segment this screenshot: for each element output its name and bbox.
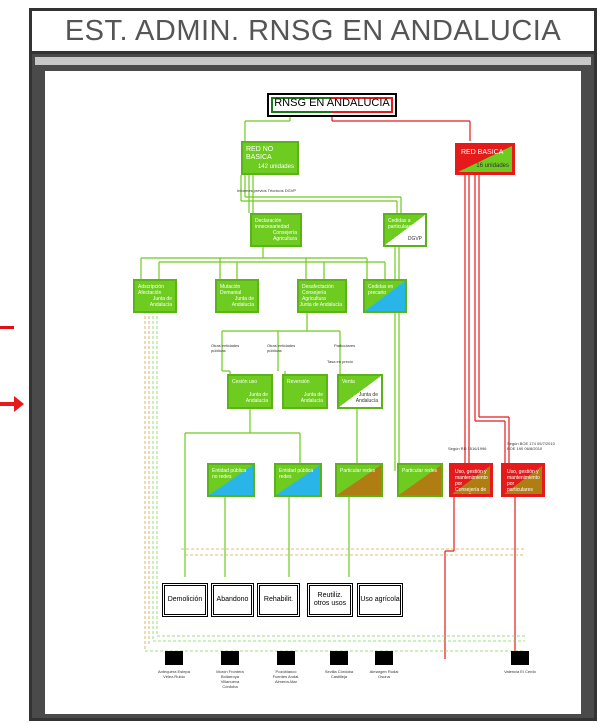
- cedidas-particulares-label: Cedidas a particulares: [388, 218, 414, 230]
- segun-boe-label: Según BOE 174 05/7/2010 BOE 190 06/8/201…: [507, 441, 555, 451]
- declaracion-sub: Consejería Agricultura: [272, 230, 297, 242]
- cesion-uso-sub: Junta de Andalucía: [245, 392, 268, 404]
- declaracion-node: Declaración innecesariedad Consejería Ag…: [250, 213, 302, 247]
- entidad-redes-node: Entidad pública redes: [274, 463, 322, 497]
- mutacion-label: Mutación Demanial: [220, 284, 242, 296]
- segun-rd-label: Según RD 1516/1996: [448, 446, 487, 451]
- red-no-basica-count: 142 unidades: [257, 164, 294, 170]
- particular-redes-label-2: Particular redes: [402, 468, 438, 474]
- end-reutiliz: Reutiliz. otros usos: [307, 583, 353, 617]
- adscripcion-label: Adscripción Afectación: [138, 284, 164, 296]
- diagram-canvas: RNSG EN ANDALUCIA RED NO BASICA 142 unid…: [45, 71, 581, 714]
- desafectacion-node: Desafectación Consejería Agricultura Jun…: [297, 279, 347, 313]
- connector-lines: [140, 116, 529, 665]
- adscripcion-sub: Junta de Andalucía: [149, 296, 172, 308]
- uso-gestion-consejeria-node: Uso, gestión y mantenimiento por Conseje…: [449, 463, 493, 497]
- entidad-no-redes-node: Entidad pública no redes: [207, 463, 255, 497]
- end-demolicion: Demolición: [162, 583, 208, 617]
- cesion-uso-node: Cesión uso Junta de Andalucía: [227, 374, 273, 409]
- diagram-frame: EST. ADMIN. RNSG EN ANDALUCIA: [29, 8, 597, 721]
- site-4: Sevilla Córdoba Castilleja: [324, 669, 354, 679]
- page-title: EST. ADMIN. RNSG EN ANDALUCIA: [64, 15, 562, 47]
- uso-gestion-consejeria-label: Uso, gestión y mantenimiento por Conseje…: [455, 469, 488, 497]
- red-no-basica-label: RED NO BASICA: [246, 146, 274, 161]
- reversion-label: Reversión: [287, 379, 310, 385]
- otras-entidades-label-1: Otras entidades públicas: [211, 343, 240, 353]
- title-bar: EST. ADMIN. RNSG EN ANDALUCIA: [32, 11, 594, 54]
- root-node: RNSG EN ANDALUCIA: [267, 93, 397, 117]
- cedidas-particulares-sub: DGVP: [407, 236, 422, 242]
- mutacion-sub: Junta de Andalucía: [231, 296, 254, 308]
- particular-redes-node-2: Particular redes: [397, 463, 443, 497]
- red-basica-node: RED BASICA 16 unidades: [455, 143, 515, 175]
- root-label: RNSG EN ANDALUCIA: [274, 97, 390, 109]
- particulares-label: Particulares: [334, 343, 356, 348]
- mutacion-node: Mutación Demanial Junta de Andalucía: [215, 279, 259, 313]
- otras-entidades-label-2: Otras entidades públicas: [267, 343, 296, 353]
- desafectacion-label: Desafectación Consejería Agricultura: [302, 284, 334, 302]
- cedidas-precario-label: Cedidas en precario: [368, 284, 394, 296]
- end-rehabilit: Rehabilit.: [257, 583, 300, 617]
- end-abandono: Abandono: [211, 583, 254, 617]
- reversion-node: Reversión Junta de Andalucía: [282, 374, 328, 409]
- particular-redes-node: Particular redes: [335, 463, 383, 497]
- site-6: Valencia El Cerdo: [504, 669, 536, 674]
- tasa-label: Tasa en precio: [327, 359, 354, 364]
- red-basica-count: 16 unidades: [476, 163, 509, 169]
- side-arrow-icon: [0, 396, 24, 412]
- adscripcion-node: Adscripción Afectación Junta de Andalucí…: [133, 279, 177, 313]
- venta-sub: Junta de Andalucía: [355, 392, 378, 404]
- particular-redes-label: Particular redes: [340, 468, 376, 474]
- site-2: Morón Frontera Bollarroya Villanueva Cór…: [216, 669, 244, 689]
- venta-node: Venta Junta de Andalucía: [337, 374, 383, 409]
- informes-note: Informes previos Técnicos DGVP: [237, 188, 297, 193]
- entidad-redes-label: Entidad pública redes: [279, 468, 314, 480]
- side-marker: [0, 326, 14, 329]
- cesion-uso-label: Cesión uso: [232, 379, 258, 385]
- declaracion-label: Declaración innecesariedad: [255, 218, 289, 230]
- uso-gestion-particulares-node: Uso, gestión y mantenimiento por particu…: [501, 463, 545, 497]
- red-basica-label: RED BASICA: [461, 149, 504, 156]
- uso-gestion-particulares-label: Uso, gestión y mantenimiento por particu…: [507, 469, 540, 493]
- desafectacion-sub: Junta de Andalucía: [299, 302, 342, 308]
- site-5: Almargen Rodal Osuna: [369, 669, 399, 679]
- cedidas-precario-node: Cedidas en precario: [363, 279, 407, 313]
- entidad-no-redes-label: Entidad pública no redes: [212, 468, 247, 480]
- red-no-basica-node: RED NO BASICA 142 unidades: [241, 141, 299, 175]
- end-uso-agricola: Uso agrícola: [357, 583, 403, 617]
- inner-top-strip: [35, 57, 591, 65]
- site-1: Antequera Estepa Vélez-Rubio: [157, 669, 191, 679]
- cedidas-particulares-node: Cedidas a particulares DGVP: [383, 213, 427, 247]
- venta-label: Venta: [342, 379, 355, 385]
- reversion-sub: Junta de Andalucía: [300, 392, 323, 404]
- site-3: Pozoblanco Fuentes Andal. Almería-Mar: [272, 669, 300, 684]
